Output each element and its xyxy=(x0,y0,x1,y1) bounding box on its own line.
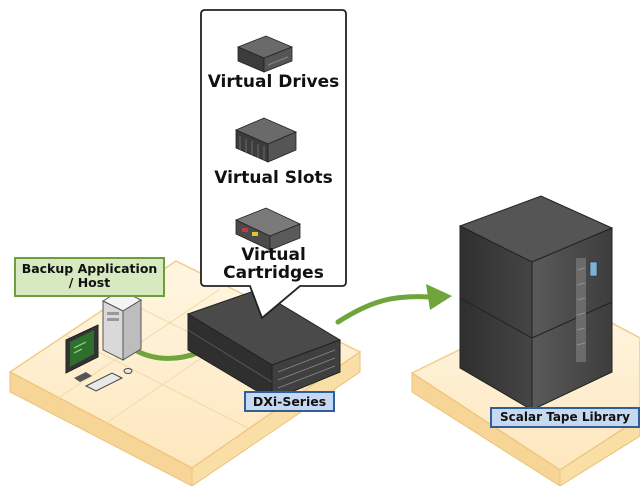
dxi-series-label: DXi-Series xyxy=(244,391,335,412)
host-label: Backup Application / Host xyxy=(14,257,165,297)
dxi-appliance-icon xyxy=(186,289,342,401)
virtual-cartridges-line1: Virtual xyxy=(241,245,306,265)
scalar-tape-library-label: Scalar Tape Library xyxy=(490,407,640,428)
virtual-cartridges-line2: Cartridges xyxy=(223,262,324,283)
host-label-line2: / Host xyxy=(68,275,111,291)
virtual-resources-callout xyxy=(200,9,347,320)
virtual-drives-label: Virtual Drives xyxy=(207,72,340,92)
monitor-icon xyxy=(65,324,99,382)
tape-slots-icon xyxy=(234,117,298,163)
host-label-line1: Backup Application xyxy=(21,261,158,276)
virtual-cartridges-label: Virtual Cartridges xyxy=(201,245,346,283)
tape-library-icon xyxy=(458,195,614,411)
arrow-head-icon xyxy=(426,284,452,310)
tape-cartridge-icon xyxy=(234,207,302,251)
dxi-to-library-arrow xyxy=(335,294,433,325)
tape-drive-icon xyxy=(236,35,294,73)
virtual-slots-label: Virtual Slots xyxy=(214,168,333,188)
keyboard-icon xyxy=(84,368,133,392)
server-tower-icon xyxy=(101,289,143,361)
